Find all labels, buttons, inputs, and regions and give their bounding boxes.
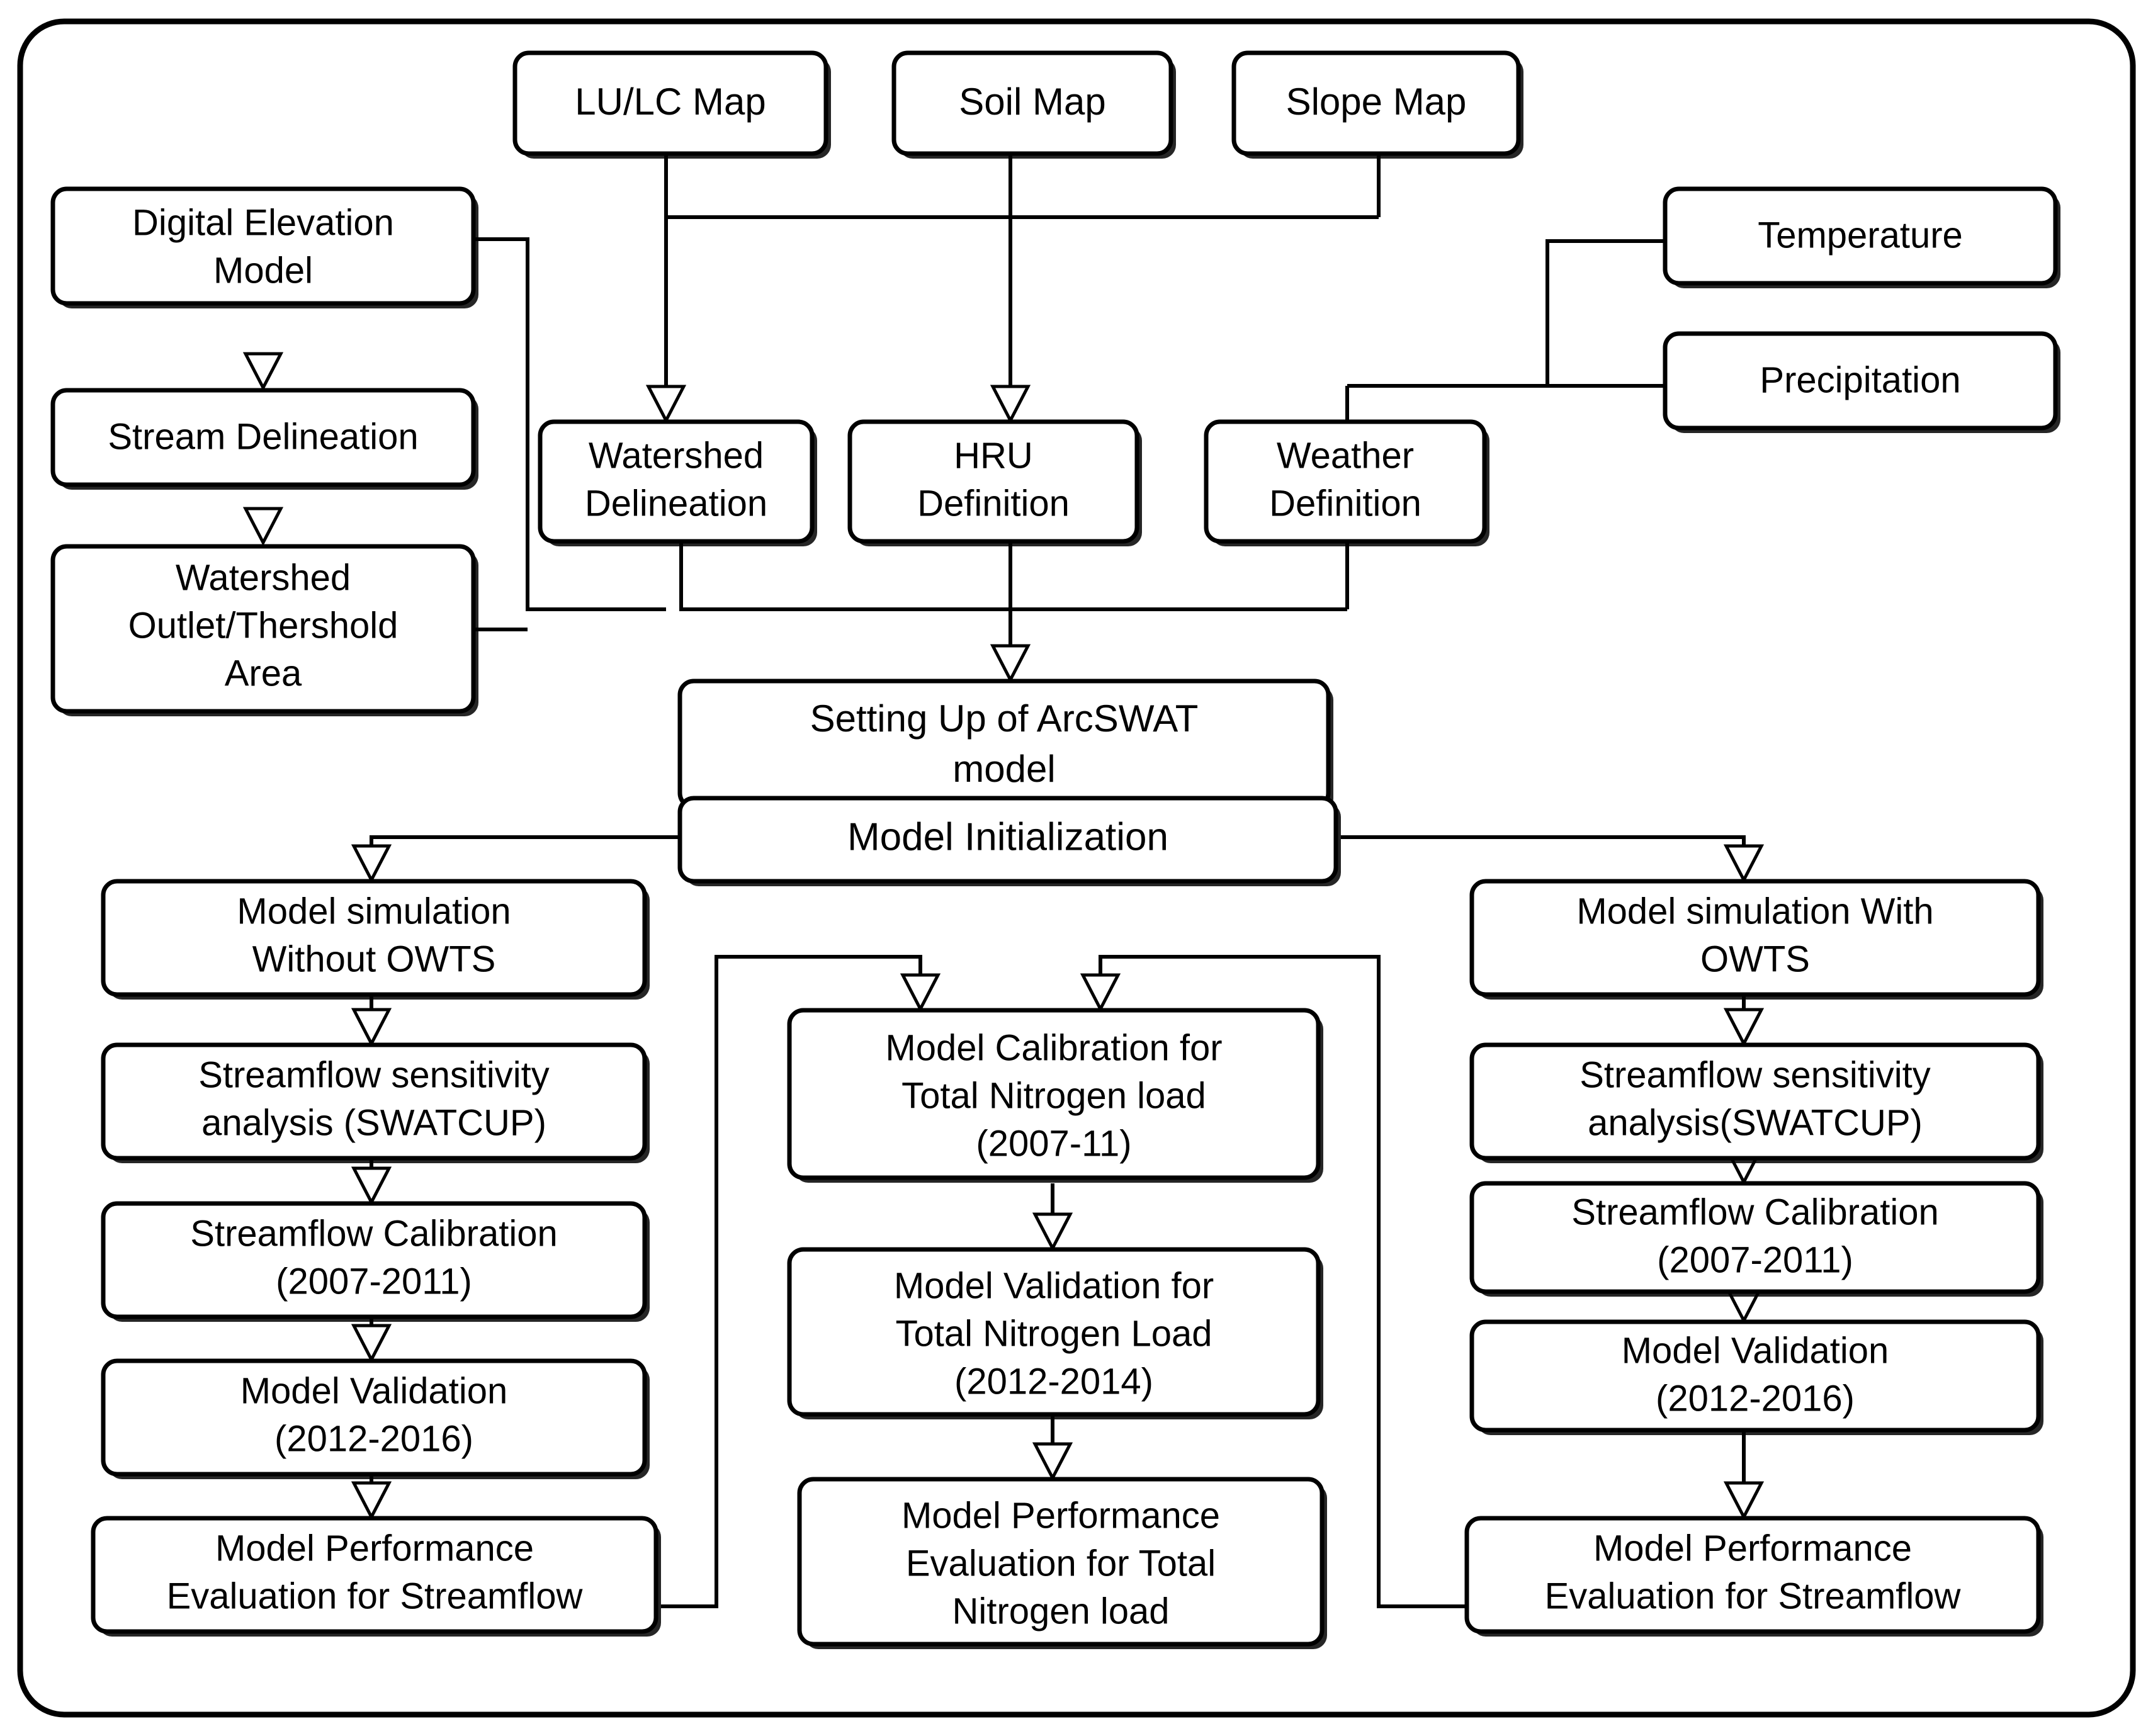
precipitation-label: Precipitation	[1760, 359, 1960, 400]
conn-lulc-to-watershed-delineation	[664, 154, 1379, 219]
calib-with-owts-label-line2: (2007-2011)	[1657, 1239, 1853, 1280]
arrowhead-to-sens-left	[351, 1008, 392, 1047]
nitrogen-performance-label-line3: Nitrogen load	[952, 1591, 1170, 1632]
watershed-outlet-label-line2: Outlet/Thershold	[128, 605, 398, 646]
node-nitrogen-validation[interactable]: Model Validation for Total Nitrogen Load…	[787, 1247, 1323, 1419]
sim-without-owts-label-line1: Model simulation	[237, 891, 511, 932]
nitrogen-validation-label-line1: Model Validation for	[894, 1265, 1214, 1306]
calib-with-owts-label-line1: Streamflow Calibration	[1571, 1192, 1938, 1232]
calib-without-owts-label-line2: (2007-2011)	[276, 1261, 472, 1302]
arrowhead-to-valid-left	[351, 1324, 392, 1363]
watershed-delineation-label-line1: Watershed	[589, 435, 764, 476]
arrowhead-to-calib-left	[351, 1166, 392, 1206]
nitrogen-validation-label-line2: Total Nitrogen Load	[896, 1313, 1212, 1354]
sim-with-owts-label-line2: OWTS	[1700, 938, 1810, 979]
perf-without-owts-label-line1: Model Performance	[215, 1528, 534, 1569]
node-calib-with-owts[interactable]: Streamflow Calibration (2007-2011)	[1469, 1181, 2043, 1297]
perf-with-owts-label-line1: Model Performance	[1593, 1528, 1912, 1569]
nitrogen-performance-label-line2: Evaluation for Total	[906, 1543, 1216, 1584]
arrowhead-to-arcswat	[990, 644, 1031, 684]
node-sim-with-owts[interactable]: Model simulation With OWTS	[1469, 879, 2043, 1000]
conn-initialization-to-sim-without	[370, 835, 680, 881]
outer-frame	[17, 18, 2136, 1718]
arrowhead-to-hru	[990, 385, 1031, 424]
weather-definition-label-line2: Definition	[1269, 483, 1421, 524]
dem-label-line1: Digital Elevation	[132, 202, 394, 243]
hru-definition-label-line2: Definition	[917, 483, 1070, 524]
stream-delineation-label: Stream Delineation	[108, 416, 418, 457]
node-lulc-map[interactable]: LU/LC Map	[512, 50, 831, 159]
sim-with-owts-label-line1: Model simulation With	[1576, 891, 1933, 932]
slope-map-label: Slope Map	[1286, 81, 1467, 123]
watershed-outlet-label-line1: Watershed	[176, 557, 351, 598]
conn-watershed-delineation-to-bus	[679, 543, 1347, 611]
arrowhead-to-sens-right	[1723, 1008, 1765, 1047]
node-perf-without-owts[interactable]: Model Performance Evaluation for Streamf…	[91, 1516, 661, 1637]
conn-dem-to-watershed-delineation	[472, 237, 666, 611]
node-valid-without-owts[interactable]: Model Validation (2012-2016)	[101, 1358, 650, 1479]
node-soil-map[interactable]: Soil Map	[891, 50, 1176, 159]
arrowhead-stream-to-outlet	[242, 507, 284, 546]
node-hru-definition[interactable]: HRU Definition	[847, 419, 1142, 546]
arrowhead-to-sim-with	[1723, 844, 1765, 884]
hru-definition-label-line1: HRU	[954, 435, 1033, 476]
node-temperature[interactable]: Temperature	[1663, 186, 2060, 288]
node-arcswat-setup[interactable]: Setting Up of ArcSWAT model	[677, 679, 1333, 812]
arrowhead-to-watershed-delineation	[645, 385, 687, 424]
valid-without-owts-label-line2: (2012-2016)	[274, 1418, 473, 1459]
node-watershed-outlet-threshold-area[interactable]: Watershed Outlet/Thershold Area	[50, 544, 478, 716]
calib-without-owts-label-line1: Streamflow Calibration	[190, 1213, 557, 1254]
perf-with-owts-label-line2: Evaluation for Streamflow	[1545, 1575, 1962, 1616]
node-digital-elevation-model[interactable]: Digital Elevation Model	[50, 186, 478, 308]
nitrogen-performance-label-line1: Model Performance	[901, 1495, 1220, 1536]
sens-with-owts-label-line2: analysis(SWATCUP)	[1588, 1102, 1923, 1143]
arrowhead-to-n-performance	[1032, 1442, 1073, 1482]
node-nitrogen-calibration[interactable]: Model Calibration for Total Nitrogen loa…	[787, 1008, 1323, 1183]
node-sens-without-owts[interactable]: Streamflow sensitivity analysis (SWATCUP…	[101, 1042, 650, 1163]
nitrogen-calibration-label-line1: Model Calibration for	[885, 1027, 1222, 1068]
node-precipitation[interactable]: Precipitation	[1663, 331, 2060, 433]
node-weather-definition[interactable]: Weather Definition	[1204, 419, 1489, 546]
sim-without-owts-label-line2: Without OWTS	[252, 938, 496, 979]
arrowhead-to-perf-left	[351, 1481, 392, 1521]
weather-definition-label-line1: Weather	[1277, 435, 1414, 476]
node-sens-with-owts[interactable]: Streamflow sensitivity analysis(SWATCUP)	[1469, 1042, 2043, 1163]
arrowhead-to-n-validation	[1032, 1212, 1073, 1252]
temperature-label: Temperature	[1758, 215, 1963, 256]
valid-without-owts-label-line1: Model Validation	[240, 1370, 508, 1411]
arrowhead-dem-to-stream	[242, 352, 284, 392]
watershed-outlet-label-line3: Area	[225, 653, 302, 694]
node-watershed-delineation[interactable]: Watershed Delineation	[538, 419, 817, 546]
lulc-map-label: LU/LC Map	[575, 81, 766, 123]
node-sim-without-owts[interactable]: Model simulation Without OWTS	[101, 879, 650, 1000]
valid-with-owts-label-line2: (2012-2016)	[1656, 1378, 1855, 1419]
nitrogen-calibration-label-line3: (2007-11)	[976, 1123, 1131, 1164]
model-initialization-label: Model Initialization	[847, 815, 1168, 859]
node-valid-with-owts[interactable]: Model Validation (2012-2016)	[1469, 1319, 2043, 1435]
arcswat-setup-label-line1: Setting Up of ArcSWAT	[810, 697, 1199, 740]
dem-label-line2: Model	[213, 250, 313, 291]
node-slope-map[interactable]: Slope Map	[1231, 50, 1523, 159]
nitrogen-validation-label-line3: (2012-2014)	[954, 1361, 1153, 1402]
conn-initialization-to-sim-with	[1341, 835, 1746, 881]
node-calib-without-owts[interactable]: Streamflow Calibration (2007-2011)	[101, 1201, 650, 1322]
node-stream-delineation[interactable]: Stream Delineation	[50, 388, 478, 490]
conn-temperature-bracket	[1347, 239, 1665, 388]
watershed-delineation-label-line2: Delineation	[585, 483, 767, 524]
sens-without-owts-label-line1: Streamflow sensitivity	[198, 1054, 550, 1095]
node-model-initialization[interactable]: Model Initialization	[677, 796, 1341, 886]
nitrogen-calibration-label-line2: Total Nitrogen load	[901, 1075, 1206, 1116]
soil-map-label: Soil Map	[959, 81, 1105, 123]
node-perf-with-owts[interactable]: Model Performance Evaluation for Streamf…	[1464, 1516, 2043, 1637]
arrowhead-to-n-calibration-right	[1080, 973, 1121, 1013]
perf-without-owts-label-line2: Evaluation for Streamflow	[167, 1575, 584, 1616]
node-nitrogen-performance[interactable]: Model Performance Evaluation for Total N…	[797, 1477, 1327, 1649]
sens-without-owts-label-line2: analysis (SWATCUP)	[201, 1102, 546, 1143]
arrowhead-to-n-calibration-left	[900, 973, 941, 1013]
sens-with-owts-label-line1: Streamflow sensitivity	[1579, 1054, 1931, 1095]
arrowhead-to-perf-right	[1723, 1481, 1765, 1521]
arcswat-setup-label-line2: model	[952, 748, 1055, 790]
valid-with-owts-label-line1: Model Validation	[1622, 1330, 1889, 1371]
arrowhead-to-sim-without	[351, 844, 392, 884]
